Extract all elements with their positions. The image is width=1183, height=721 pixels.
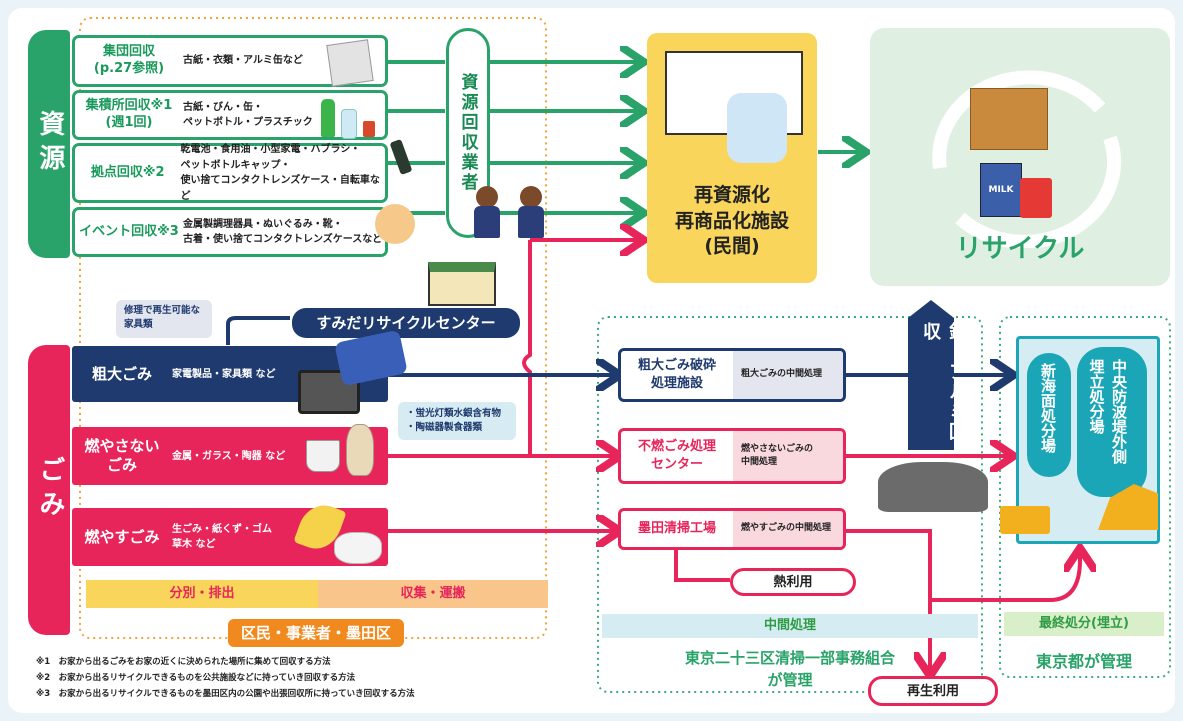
actors-label: 区民・事業者・墨田区: [228, 619, 404, 647]
milk-label: MILK: [988, 185, 1014, 195]
processing-desc: 燃やすごみの中間処理: [733, 511, 843, 547]
sorting-disposal: 分別・排出: [86, 580, 318, 608]
category-garbage: ごみ: [28, 345, 70, 635]
source-title: イベント回収※3: [79, 223, 179, 239]
source-title: 集積所回収※1 (週1回): [85, 98, 173, 130]
heat-use: 熱利用: [730, 568, 856, 596]
processing-noncombustible: 不燃ごみ処理 センター 燃やさないごみの 中間処理: [618, 428, 846, 484]
can-icon: [363, 121, 375, 137]
paper-waste-icon: [334, 532, 382, 564]
cardboard-icon: [970, 88, 1048, 150]
dump-truck-icon: [1000, 506, 1050, 534]
metal-recovery: 鉄・アルミ回収: [908, 300, 954, 450]
pet-bottle-icon: [341, 109, 357, 139]
cup-icon: [306, 440, 340, 472]
sumida-recycle-center: すみだリサイクルセンター: [292, 308, 520, 338]
processing-desc: 燃やさないごみの 中間処理: [733, 431, 843, 481]
garbage-noncombustible: 燃やさない ごみ 金属・ガラス・陶器 など: [72, 427, 388, 485]
worker-icon: [476, 186, 498, 208]
footnote-2: ※2 お家から出るリサイクルできるものを公共施設などに持っていき回収する方法: [36, 673, 356, 683]
house-icon: [428, 262, 496, 306]
source-event: イベント回収※3 金属製調理器具・ぬいぐるみ・靴・ 古着・使い捨てコンタクトレン…: [72, 204, 415, 257]
source-group-collection: 集団回収 (p.27参照) 古紙・衣類・アルミ缶など: [72, 35, 388, 87]
tokyo-managed-label: 東京都が管理: [1035, 652, 1132, 671]
garbage-title: 粗大ごみ: [91, 364, 152, 383]
worker-icon: [520, 186, 542, 208]
landfill-central-label: 中央防波堤外側 埋立処分場: [1087, 359, 1129, 464]
tokyo23-label: 東京二十三区清掃一部事務組合 が管理: [684, 649, 895, 689]
garbage-desc: 生ごみ・紙くず・ゴム 草木 など: [172, 524, 272, 550]
recycle-arrows-icon: [932, 70, 1122, 248]
repair-note: 修理で再生可能な 家具類: [116, 300, 212, 338]
recycling-facility: 再資源化 再商品化施設 (民間): [647, 33, 817, 283]
toilet-paper-icon: [727, 93, 787, 163]
processing-name: 不燃ごみ処理 センター: [637, 439, 716, 472]
processing-name: 粗大ごみ破砕 処理施設: [637, 358, 716, 391]
reuse-label: 再生利用: [868, 676, 998, 706]
worker-body-icon: [474, 206, 500, 238]
facility-title-2: 再商品化施設: [674, 209, 789, 232]
facility-title-1: 再資源化: [693, 184, 770, 206]
landfill-central: 中央防波堤外側 埋立処分場: [1077, 347, 1147, 497]
category-resources: 資源: [28, 30, 70, 258]
landfill-new-label: 新海面処分場: [1039, 363, 1057, 453]
garbage-desc: 家電製品・家具類 など: [172, 368, 276, 380]
intermediate-region: [597, 316, 983, 693]
processing-bulky: 粗大ごみ破砕 処理施設 粗大ごみの中間処理: [618, 348, 846, 402]
worker-body-icon: [518, 206, 544, 238]
scrap-metal-icon: [878, 462, 988, 512]
plush-cat-icon: [375, 204, 415, 244]
source-collection-point: 集積所回収※1 (週1回) 古紙・びん・缶・ ペットボトル・プラスチック: [72, 90, 388, 140]
processing-desc: 粗大ごみの中間処理: [733, 351, 843, 399]
facility-title-3: (民間): [704, 235, 760, 258]
bottle-icon: [321, 99, 335, 137]
milk-carton-icon: MILK: [980, 163, 1022, 217]
processing-name: 墨田清掃工場: [637, 521, 716, 537]
footnote-3: ※3 お家から出るリサイクルできるものを墨田区内の公園や出張回収所に持っていき回…: [36, 689, 415, 699]
landfill-new: 新海面処分場: [1027, 353, 1071, 477]
resident-region: [79, 17, 547, 639]
source-desc: 乾電池・食用油・小型家電・ハブラシ・ ペットボトルキャップ・ 使い捨てコンタクト…: [180, 144, 380, 202]
category-resources-label: 資源: [34, 110, 65, 178]
metal-recovery-label: 鉄・アルミ回収: [920, 322, 954, 442]
processing-incinerator: 墨田清掃工場 燃やすごみの中間処理: [618, 508, 846, 550]
footnote-1: ※1 お家から出るごみをお家の近くに決められた場所に集めて回収する方法: [36, 657, 331, 667]
collection-transport: 収集・運搬: [318, 580, 548, 608]
recycle-box: MILK リサイクル: [870, 28, 1170, 286]
can-icon: [1020, 178, 1052, 218]
source-desc: 金属製調理器具・ぬいぐるみ・靴・ 古着・使い捨てコンタクトレンズケースなど: [183, 218, 383, 246]
vase-icon: [346, 424, 374, 476]
source-desc: 古紙・びん・缶・ ペットボトル・プラスチック: [183, 101, 313, 129]
intermediate-label: 中間処理: [602, 614, 978, 638]
garbage-title: 燃やさない ごみ: [84, 437, 160, 474]
recycle-label: リサイクル: [955, 234, 1085, 264]
source-title: 拠点回収※2: [90, 164, 165, 180]
source-desc: 古紙・衣類・アルミ缶など: [183, 55, 303, 67]
collectors-label: 資源回収業者: [457, 73, 478, 193]
hazard-note: ・蛍光灯類水銀含有物 ・陶磁器製食器類: [398, 402, 516, 440]
newspaper-icon: [326, 39, 374, 87]
garbage-title: 燃やすごみ: [84, 527, 160, 546]
category-garbage-label: ごみ: [34, 456, 65, 524]
garbage-desc: 金属・ガラス・陶器 など: [172, 450, 286, 462]
final-disposal-label: 最終処分(埋立): [1004, 612, 1164, 636]
source-drop-off: 拠点回収※2 乾電池・食用油・小型家電・ハブラシ・ ペットボトルキャップ・ 使い…: [72, 138, 413, 203]
source-title: 集団回収 (p.27参照): [93, 44, 165, 76]
